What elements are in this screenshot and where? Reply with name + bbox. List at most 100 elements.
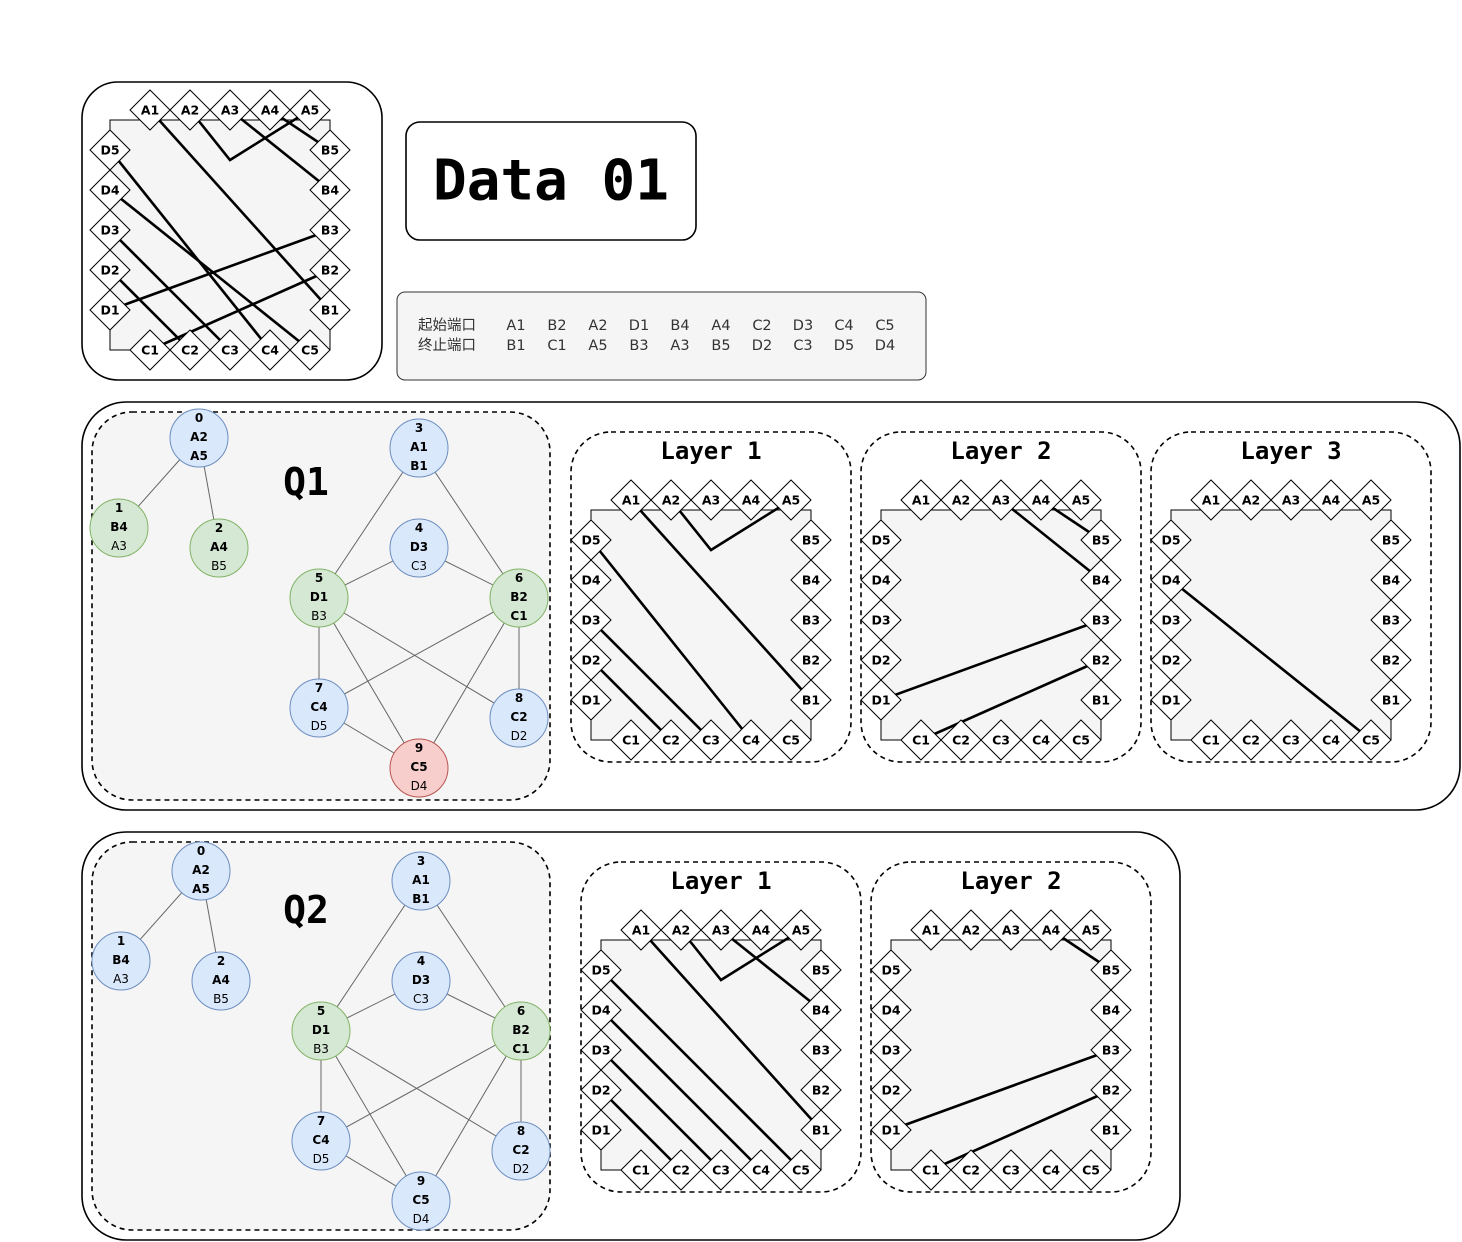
port-diamond [870, 1109, 912, 1151]
graph-node-id: 6 [517, 1004, 525, 1018]
port-label: D1 [100, 303, 119, 318]
graph-node-port-a: B4 [112, 953, 130, 967]
port-diamond [1020, 719, 1062, 761]
graph-edge [418, 447, 520, 599]
port-diamond [1060, 719, 1102, 761]
graph-node-port-a: C5 [410, 760, 427, 774]
port-label: C4 [1032, 733, 1050, 748]
port-diamond [650, 479, 692, 521]
port-label: D5 [581, 533, 600, 548]
graph-node-port-a: A1 [410, 440, 428, 454]
graph-node-port-b: B5 [213, 992, 229, 1006]
port-label: D4 [581, 573, 600, 588]
graph-node-port-b: B5 [211, 559, 227, 573]
graph-node-id: 3 [415, 421, 423, 435]
port-label: A2 [181, 103, 199, 118]
graph-node-port-a: D3 [412, 973, 430, 987]
port-diamond [1190, 479, 1232, 521]
port-table-end-cell: A3 [670, 338, 689, 354]
wire-path [188, 108, 311, 162]
graph-node-id: 2 [215, 521, 223, 535]
port-label: D4 [871, 573, 890, 588]
port-diamond [690, 479, 732, 521]
port-diamond [1270, 479, 1312, 521]
graph-node-id: 4 [417, 954, 425, 968]
port-label: C1 [912, 733, 930, 748]
port-table-end-cell: D5 [834, 338, 854, 354]
port-diamond [690, 719, 732, 761]
port-diamond [770, 719, 812, 761]
port-label: A2 [962, 923, 980, 938]
graph-node-id: 9 [417, 1174, 425, 1188]
port-diamond [1150, 679, 1192, 721]
port-label: C3 [1002, 1163, 1020, 1178]
graph-node-port-b: D5 [311, 719, 328, 733]
port-diamond [1270, 719, 1312, 761]
port-label: D3 [591, 1043, 610, 1058]
graph-node-port-b: C3 [411, 559, 427, 573]
port-table-start-cell: C5 [875, 318, 894, 334]
port-label: D2 [1161, 653, 1180, 668]
port-label: C4 [752, 1163, 770, 1178]
board-area [590, 509, 812, 741]
port-diamond [910, 1149, 952, 1191]
port-table-start-cell: D1 [629, 318, 649, 334]
port-table-end-cell: C1 [547, 338, 566, 354]
port-label: C2 [672, 1163, 690, 1178]
port-diamond [660, 909, 702, 951]
port-label: B3 [1102, 1043, 1120, 1058]
port-label: A4 [261, 103, 280, 118]
graph-node-port-a: D3 [410, 540, 428, 554]
port-diamond [800, 1109, 842, 1151]
port-table-end-cell: C3 [793, 338, 812, 354]
port-table-start-cell: B2 [547, 318, 566, 334]
port-label: C3 [221, 343, 239, 358]
port-diamond [580, 1109, 622, 1151]
graph-node-circle [391, 851, 451, 911]
board-area [600, 939, 822, 1171]
port-label: B3 [1382, 613, 1400, 628]
port-label: A4 [1032, 493, 1051, 508]
port-label: C2 [662, 733, 680, 748]
graph-node-circle [191, 951, 251, 1011]
port-diamond [790, 679, 832, 721]
graph-node-circle [289, 568, 349, 628]
port-diamond [610, 479, 652, 521]
graph-node-port-b: A5 [192, 882, 210, 896]
port-label: D3 [581, 613, 600, 628]
port-diamond [1370, 679, 1412, 721]
port-label: B5 [812, 963, 830, 978]
port-label: D2 [871, 653, 890, 668]
graph-node-id: 1 [117, 934, 125, 948]
port-label: A5 [1072, 493, 1090, 508]
wire-path [1000, 498, 1102, 582]
graph-node-circle [391, 951, 451, 1011]
port-diamond [289, 89, 331, 131]
wire-path [108, 149, 272, 351]
port-label: C4 [1322, 733, 1340, 748]
graph-node-circle [89, 498, 149, 558]
port-diamond [89, 289, 131, 331]
graph-node-port-b: D5 [313, 1152, 330, 1166]
port-label: C1 [622, 733, 640, 748]
port-label: A2 [1242, 493, 1260, 508]
graph-node-port-b: A3 [113, 972, 129, 986]
q1-label: Q1 [283, 460, 329, 504]
port-label: A3 [221, 103, 239, 118]
port-table-end-cell: D2 [752, 338, 772, 354]
port-diamond [700, 909, 742, 951]
port-label: B2 [802, 653, 820, 668]
port-label: C4 [1042, 1163, 1060, 1178]
wire-path [590, 619, 712, 741]
